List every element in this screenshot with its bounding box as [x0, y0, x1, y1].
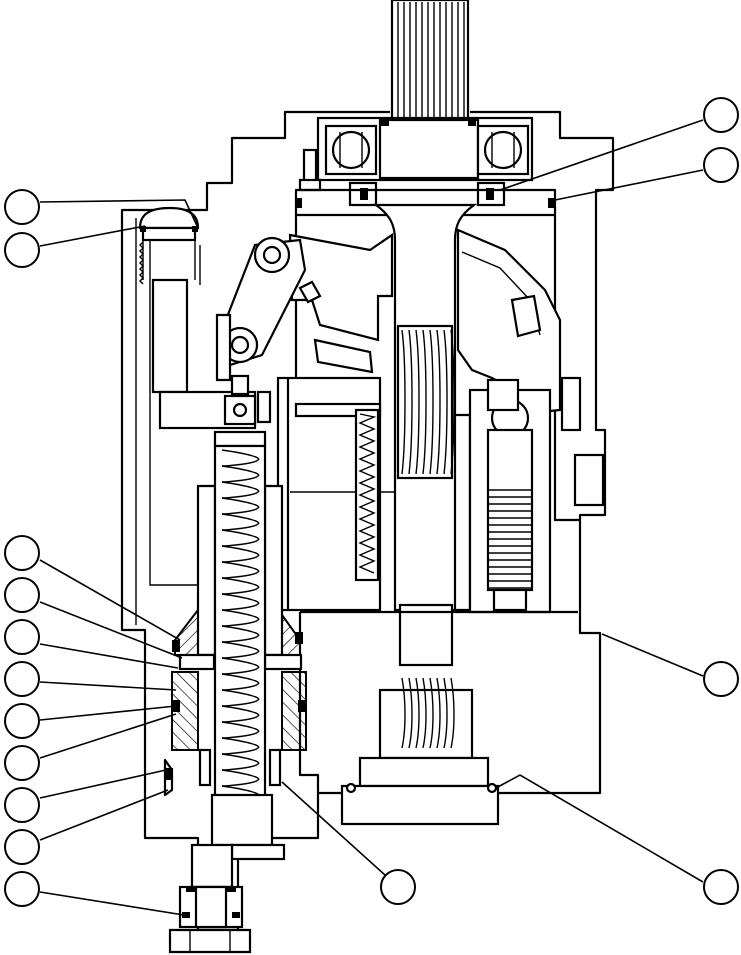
leader-line — [39, 713, 177, 759]
shaft-spline-top — [390, 0, 470, 124]
leader-line — [281, 781, 386, 876]
leader-line — [39, 225, 146, 247]
leader-line — [39, 705, 177, 721]
callout-bubble — [4, 745, 40, 781]
callout-bubble — [4, 577, 40, 613]
pilot-spool — [158, 374, 272, 430]
bearing-left — [324, 124, 378, 176]
leader-line — [601, 633, 704, 677]
swash-plate — [288, 228, 562, 414]
callout-bubble — [703, 661, 739, 697]
leader-line — [554, 169, 704, 201]
callout-bubble — [4, 619, 40, 655]
threaded-plug — [138, 206, 200, 394]
leader-line — [39, 681, 177, 691]
leader-line — [495, 774, 704, 883]
callout-bubble — [4, 871, 40, 907]
callout-bubble — [703, 97, 739, 133]
callout-bubble — [380, 869, 416, 905]
piston-ball — [486, 378, 534, 612]
leader-line — [39, 601, 183, 659]
leader-line — [39, 559, 181, 641]
seal-ring — [296, 181, 554, 208]
leader-line — [39, 643, 179, 669]
callout-bubble — [4, 232, 40, 268]
piston-spring-small — [354, 408, 380, 582]
callout-bubble — [4, 829, 40, 865]
adjust-screw — [168, 843, 252, 954]
callout-bubble — [4, 661, 40, 697]
bearing-right — [476, 124, 530, 176]
main-spring-assembly — [163, 430, 307, 861]
callout-bubble — [703, 147, 739, 183]
leader-line — [499, 119, 704, 191]
leader-line — [39, 789, 169, 841]
callout-bubble — [4, 189, 40, 225]
callouts — [4, 97, 739, 907]
callout-bubble — [4, 787, 40, 823]
lower-housing — [298, 610, 578, 826]
callout-bubble — [4, 535, 40, 571]
leader-line — [39, 891, 191, 917]
control-linkage — [215, 236, 307, 382]
callout-bubble — [4, 703, 40, 739]
leader-line — [39, 769, 167, 799]
locating-pin — [298, 148, 322, 192]
drive-shaft — [372, 203, 478, 760]
leader-lines — [39, 119, 704, 917]
leader-line — [39, 199, 199, 229]
callout-bubble — [703, 869, 739, 905]
